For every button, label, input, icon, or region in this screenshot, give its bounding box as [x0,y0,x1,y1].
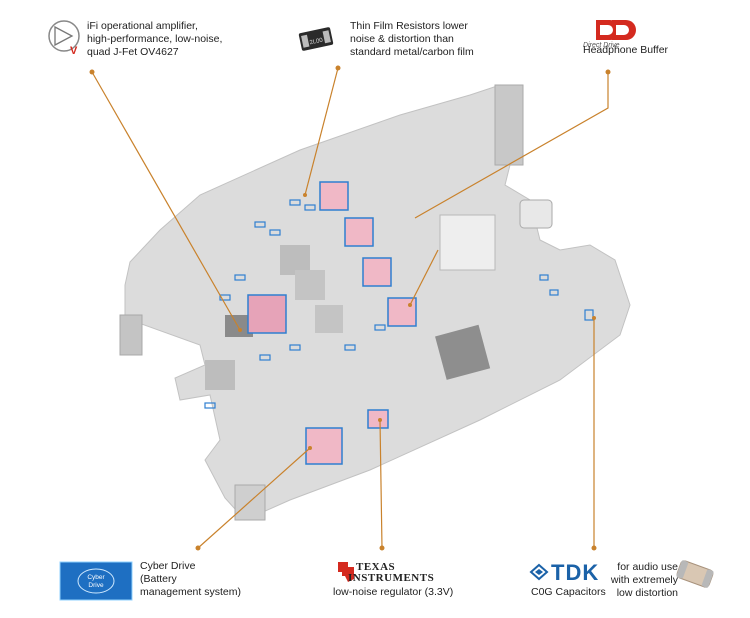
capacitor-icon [676,560,714,588]
tdk-line-2: with extremely [610,574,678,586]
pcb-board [119,84,631,521]
ti-brand-line-1: Texas [356,561,396,573]
resistor-icon [298,27,334,51]
opamp-line-1: iFi operational amplifier, [87,20,198,32]
tdk-callout: for audio use with extremely low distort… [604,561,678,600]
svg-text:V: V [70,45,78,57]
cyber-drive-line-3: management system) [140,586,241,598]
cyber-drive-callout: Cyber Drive (Battery management system) [140,560,241,599]
cyber-badge-line2: Drive [88,582,104,589]
tdk-line-1: for audio use [617,561,678,573]
ti-brand-line-2: Instruments [348,572,435,584]
resistors-line-3: standard metal/carbon film [350,46,474,58]
opamp-line-3: quad J-Fet OV4627 [87,46,179,58]
direct-drive-line-1: Headphone Buffer [583,44,669,56]
opamp-icon: V [48,20,80,57]
resistors-line-2: noise & distortion than [350,33,454,45]
resistors-line-1: Thin Film Resistors lower [350,20,468,32]
direct-drive-logo-text: Direct Drive [583,42,620,49]
tdk-line-3: low distortion [616,587,678,599]
resistor-icon-text: 2L00 [309,38,324,47]
opamp-callout: iFi operational amplifier, high-performa… [87,20,222,59]
tdk-brand: TDK [551,560,600,585]
cyber-drive-line-2: (Battery [140,573,177,585]
cyber-drive-badge [59,561,133,601]
cyber-drive-line-1: Cyber Drive [140,560,196,572]
leader-dots [89,65,611,551]
tdk-caption: C0G Capacitors [531,586,606,598]
ti-logo-icon [338,562,354,582]
leader-lines [91,67,609,549]
ti-caption: low-noise regulator (3.3V) [333,586,454,598]
opamp-line-2: high-performance, low-noise, [87,33,223,45]
cyber-badge-line1: Cyber [87,574,105,581]
resistors-callout: Thin Film Resistors lower noise & distor… [350,20,474,59]
direct-drive-callout: Headphone Buffer [583,44,668,57]
direct-drive-logo [596,20,636,40]
tdk-logo-icon [529,563,549,581]
